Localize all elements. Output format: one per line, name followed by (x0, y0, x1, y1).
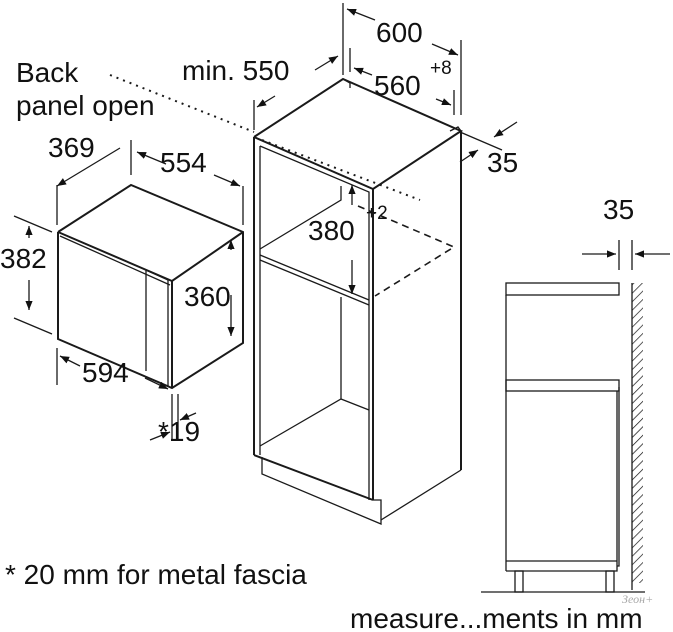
min-depth-label: min. 550 (182, 55, 289, 86)
microwave-drawing (57, 183, 244, 390)
cabinet-width-label: 600 (376, 17, 423, 48)
appliance-body-width-label: 554 (160, 147, 207, 178)
appliance-height-label: 382 (0, 243, 47, 274)
cabinet-drawing (109, 74, 464, 525)
appliance-width-label: 594 (82, 357, 129, 388)
niche-height-tolerance: +2 (366, 203, 388, 224)
watermark: Зеон+ (622, 592, 653, 606)
footnote: * 20 mm for metal fascia (5, 559, 307, 590)
appliance-body-height-label: 360 (184, 281, 231, 312)
side-view-drawing (481, 240, 670, 593)
niche-height-label: 380 (308, 215, 355, 246)
side-gap-label: 35 (603, 194, 634, 225)
appliance-depth-label: 369 (48, 132, 95, 163)
fascia-label: *19 (158, 416, 200, 447)
back-panel-label-1: Back (16, 57, 79, 88)
side-panel-label: 35 (487, 147, 518, 178)
caption: measure...ments in mm (350, 603, 643, 632)
niche-width-tolerance: +8 (430, 58, 452, 79)
back-panel-label-2: panel open (16, 90, 155, 121)
niche-width-label: 560 (374, 70, 421, 101)
microwave-dimensions (13, 140, 244, 441)
cabinet-dimensions (253, 3, 518, 294)
